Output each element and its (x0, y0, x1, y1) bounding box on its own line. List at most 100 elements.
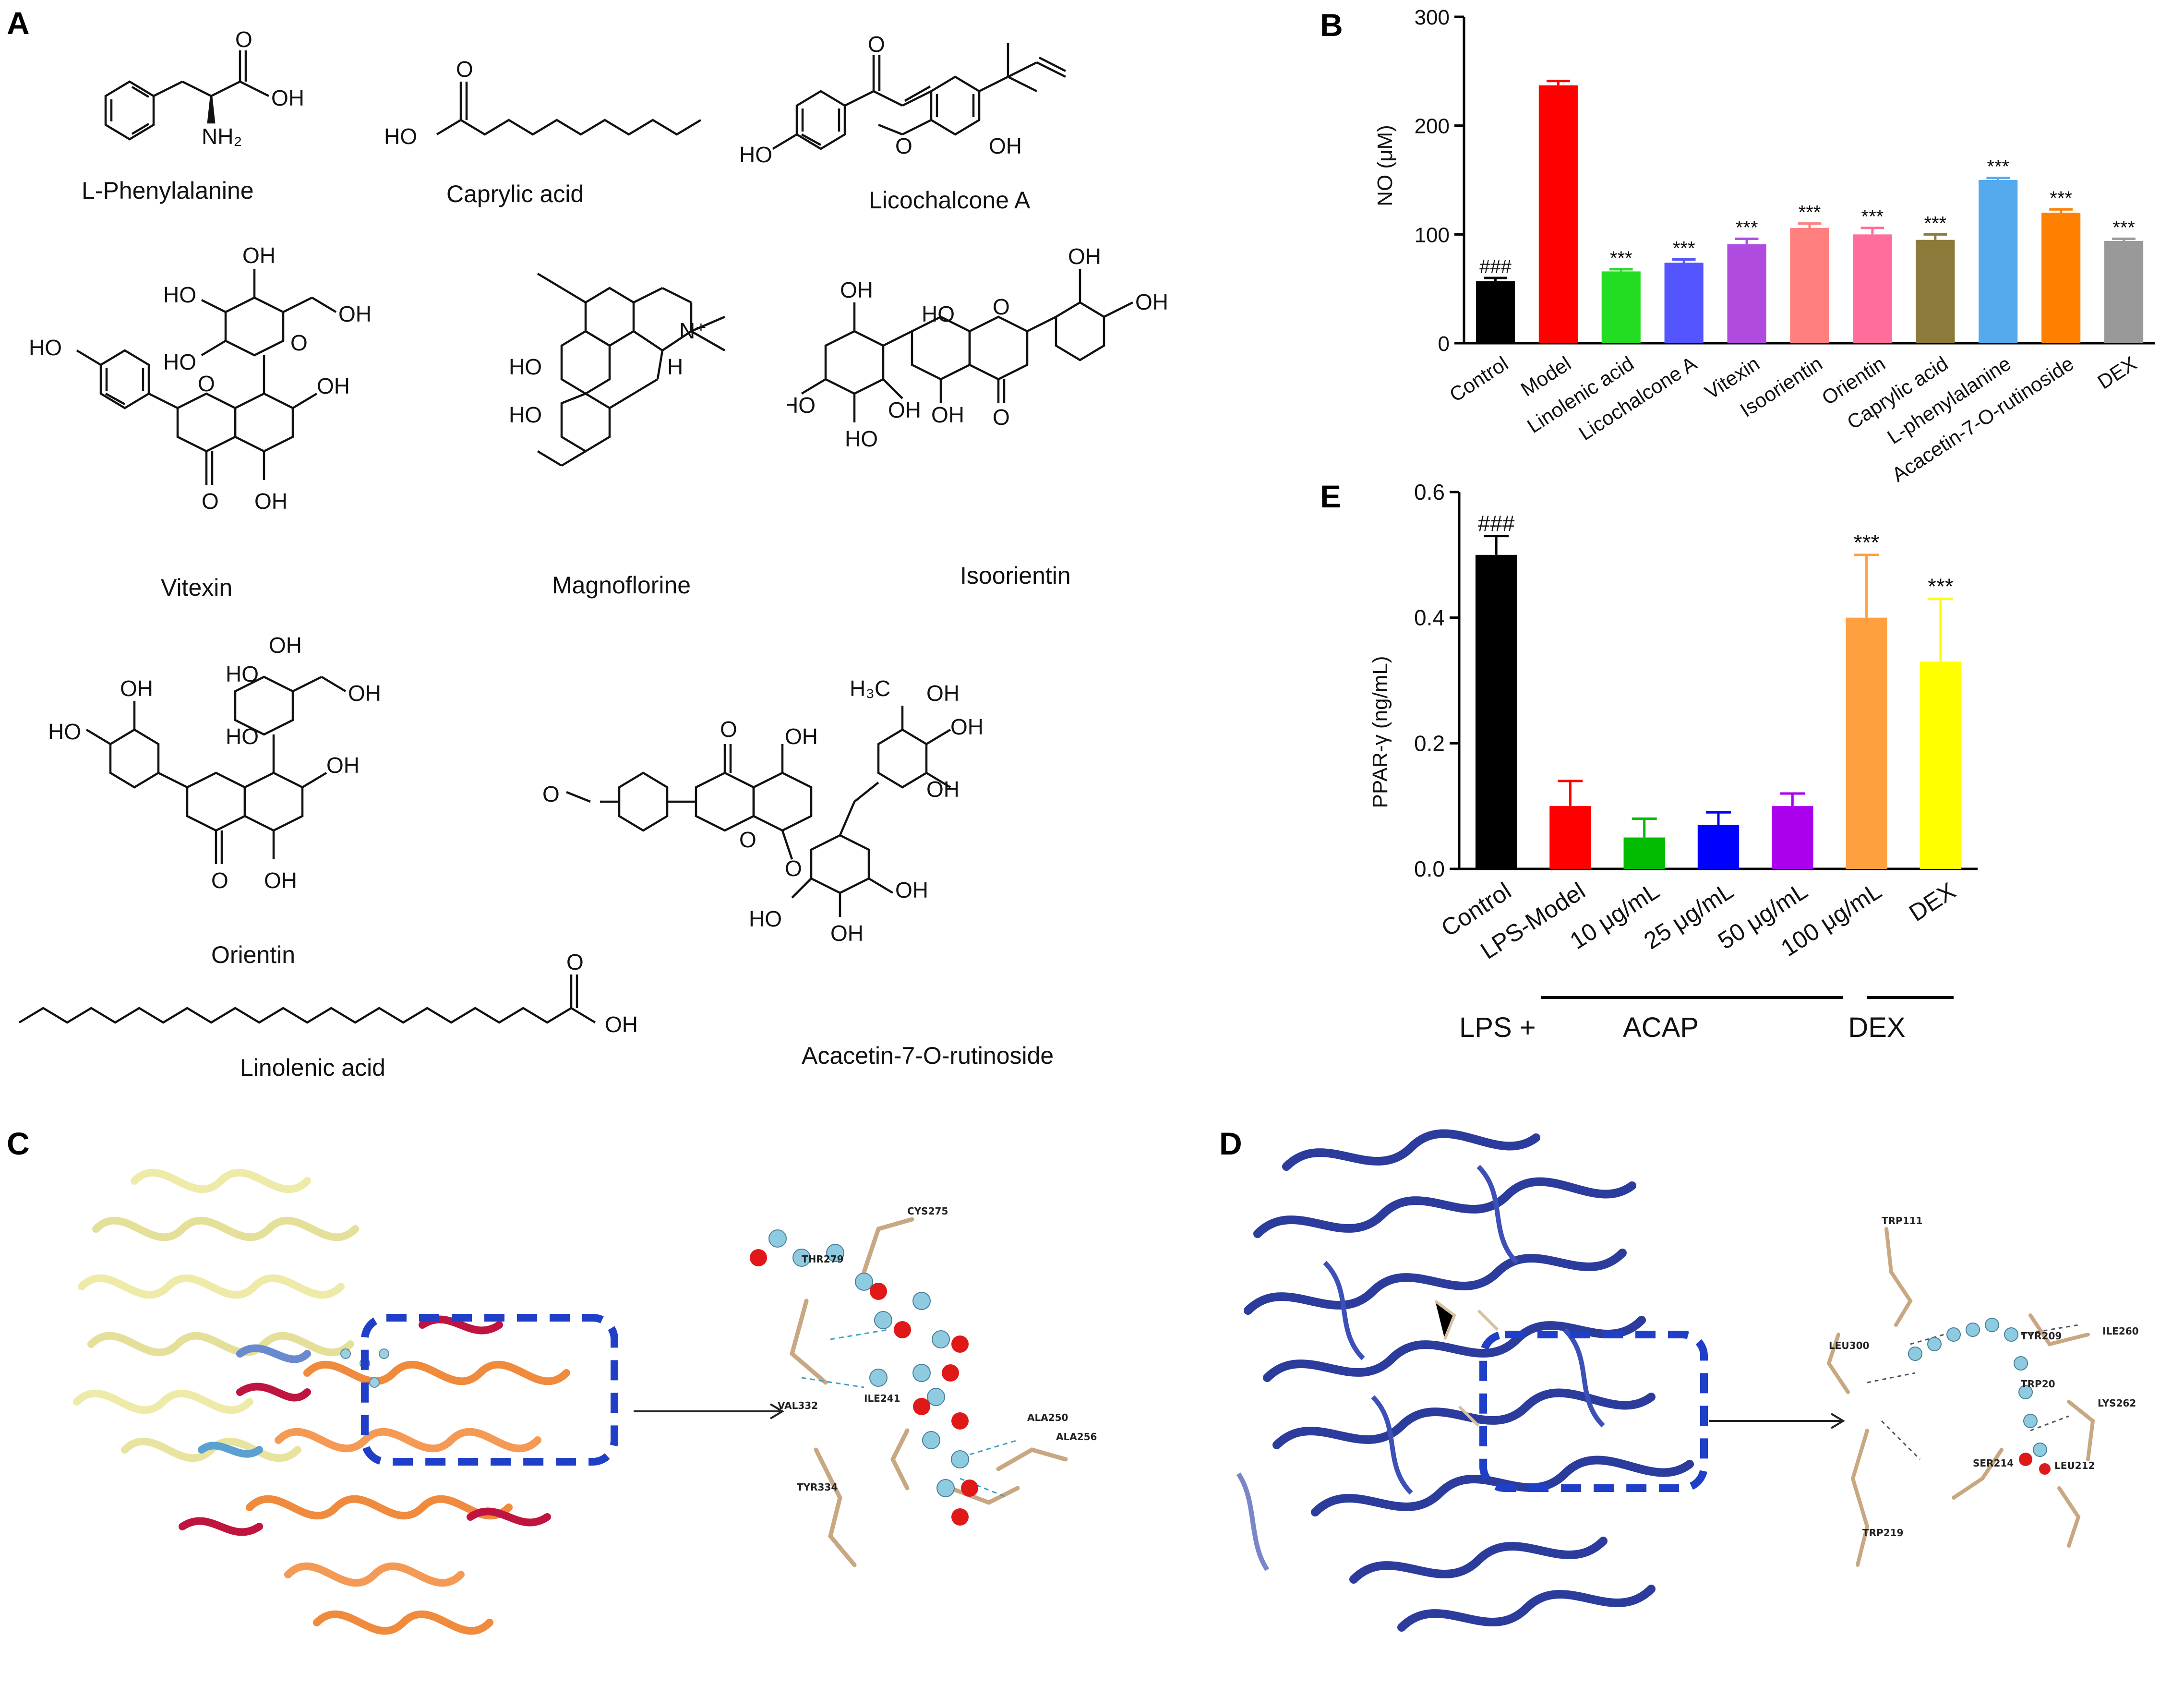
atom-o: O (566, 950, 584, 974)
significance-marker: *** (1854, 530, 1880, 555)
residue-label-thr279: THR279 (802, 1253, 844, 1265)
atom-ho: HO (739, 142, 772, 167)
compound-name-linolenic-acid: Linolenic acid (240, 1054, 385, 1081)
atom-o: O (785, 856, 802, 881)
structure-acacetin-7-o-rutinoside: O O OH O O H₃C OH OH OH OH HO OH (542, 676, 984, 946)
compound-name-licochalcone-a: Licochalcone A (869, 187, 1031, 214)
atom-o: O (198, 371, 215, 396)
atom-o: O (235, 27, 252, 52)
bar-25-g-ml (1697, 825, 1740, 869)
residue-label-ile260: ILE260 (2102, 1325, 2139, 1337)
group-label-acap: ACAP (1623, 1012, 1699, 1043)
atom-oh: OH (120, 676, 153, 701)
significance-marker: *** (2050, 188, 2072, 209)
group-label-lps: LPS + (1459, 1012, 1536, 1043)
atom-oh: OH (1068, 244, 1101, 269)
panel-label-d: D (1219, 1126, 1242, 1161)
atom-ho: HO (29, 335, 62, 360)
bar-dex (1920, 662, 1962, 869)
compound-name-caprylic-acid: Caprylic acid (446, 180, 584, 207)
atom-ho: HO (922, 301, 955, 326)
arrow-d (1709, 1413, 1845, 1429)
structure-orientin: OH HO O OH OH HO OH OH HO (48, 633, 381, 893)
atom-oh: OH (830, 921, 864, 946)
y-tick-label: 300 (1415, 6, 1450, 29)
atom-oh: OH (317, 373, 350, 398)
atom-ho: HO (509, 402, 542, 427)
category-label-dex: DEX (1904, 877, 1960, 926)
atom-oh: OH (348, 681, 381, 706)
chart-b-ylabel: NO (μM) (1373, 125, 1397, 206)
atom-oh: OH (950, 714, 984, 739)
residue-label-ala256: ALA256 (1056, 1431, 1097, 1443)
atom-o: O (739, 827, 756, 852)
panel-label-e: E (1320, 479, 1342, 514)
atom-o: O (202, 489, 219, 514)
protein-ribbon-c (73, 1168, 618, 1635)
residue-label-trp219: TRP219 (1862, 1527, 1903, 1539)
significance-marker: *** (1799, 202, 1821, 223)
bar-isoorientin (1790, 228, 1829, 343)
compound-name-isoorientin: Isoorientin (960, 562, 1071, 589)
structure-vitexin: HO O O OH OH O HO OH OH HO (29, 243, 372, 514)
atom-ho: HO (226, 662, 259, 686)
atom-oh: OH (989, 133, 1022, 158)
significance-marker: *** (2112, 217, 2135, 238)
significance-marker: *** (1928, 574, 1954, 599)
atom-ho: HO (787, 393, 816, 418)
residue-label-trp20: TRP20 (2021, 1378, 2055, 1390)
atom-oh: OH (254, 489, 288, 514)
bar-vitexin (1727, 244, 1766, 343)
atom-oh: OH (242, 243, 276, 268)
atom-ho: HO (509, 354, 542, 379)
atom-oh: OH (926, 681, 960, 706)
arrow-c (634, 1403, 784, 1419)
residue-label-ile241: ILE241 (864, 1393, 900, 1404)
atom-ho: HO (226, 724, 259, 749)
atom-ho: HO (749, 906, 782, 931)
atom-o: O (290, 330, 308, 355)
structure-l-phenylalanine: O OH NH₂ (104, 27, 304, 149)
bar-caprylic-acid (1916, 240, 1955, 343)
atom-nh2: NH₂ (202, 124, 242, 149)
bar-10-g-ml (1623, 837, 1665, 869)
atom-h3c: H₃C (850, 676, 890, 701)
atom-oh: OH (840, 277, 873, 302)
structure-magnoflorine: HO HO N⁺ H (509, 273, 726, 467)
residue-label-tyr334: TYR334 (797, 1481, 838, 1493)
category-label-control: Control (1445, 352, 1512, 406)
atom-oh: OH (271, 85, 304, 110)
compound-name-magnoflorine: Magnoflorine (552, 572, 691, 599)
compound-name-orientin: Orientin (211, 941, 296, 968)
y-tick-label: 0.6 (1414, 480, 1445, 505)
residue-label-trp111: TRP111 (1882, 1215, 1922, 1227)
residue-label-leu300: LEU300 (1829, 1340, 1869, 1351)
bar-licochalcone-a (1664, 263, 1704, 343)
significance-marker: ### (1478, 511, 1515, 536)
y-tick-label: 0 (1438, 332, 1450, 356)
residue-label-ser214: SER214 (1973, 1457, 2014, 1469)
bar-50-g-ml (1772, 806, 1813, 869)
y-tick-label: 100 (1415, 223, 1450, 247)
significance-marker: *** (1736, 217, 1758, 238)
atom-ho: HO (163, 349, 196, 374)
compound-name-vitexin: Vitexin (161, 574, 233, 601)
chart-e-ppar-gamma: PPAR-γ (ng/mL) 0.00.20.40.6###ControlLPS… (1368, 480, 1978, 1043)
atom-oh: OH (326, 753, 360, 778)
panel-label-c: C (7, 1126, 30, 1161)
atom-o: O (542, 782, 560, 806)
structure-caprylic-acid: O HO (384, 57, 702, 149)
atom-oh: OH (338, 301, 372, 326)
atom-ho: HO (163, 282, 196, 307)
bar-control (1475, 554, 1517, 869)
bar-100-g-ml (1846, 617, 1887, 869)
bar-dex (2104, 241, 2144, 343)
atom-o: O (456, 57, 473, 82)
residue-label-tyr209: TYR209 (2021, 1330, 2062, 1342)
binding-site-c: CYS275 THR279 VAL332 ILE241 ALA250 ALA25… (750, 1205, 1097, 1567)
atom-oh: OH (1135, 289, 1168, 314)
compound-name-acacetin-7-o-rutinoside: Acacetin-7-O-rutinoside (802, 1042, 1054, 1069)
panel-label-a: A (7, 5, 30, 41)
atom-oh: OH (785, 724, 818, 749)
